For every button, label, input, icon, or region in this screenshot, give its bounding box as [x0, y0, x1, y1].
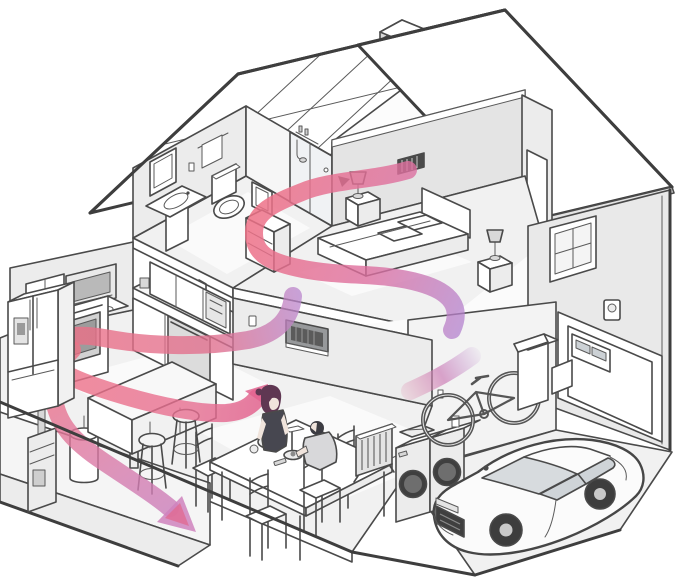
space-heater-icon: [353, 423, 413, 483]
garage-door-panel: [571, 333, 611, 373]
pillow: [377, 225, 423, 242]
laundry-wall-airflow-fragment: [401, 347, 481, 400]
bar-stool-1: [137, 432, 167, 495]
gable-window-icon: [549, 215, 597, 283]
garage-door-opening: [557, 311, 663, 443]
wall-utility-box: [551, 359, 573, 395]
man-body: [302, 431, 338, 471]
car-side-windows: [539, 457, 616, 501]
man-seated: [295, 421, 338, 471]
woman-standing: [255, 384, 289, 453]
sedan-car-icon: [432, 437, 645, 556]
upper-cabinets-right: [149, 261, 231, 335]
refrigerator-icon: [7, 281, 75, 419]
car-headlight: [435, 497, 459, 514]
car-mirror: [483, 465, 489, 471]
towel: [201, 134, 223, 169]
light-switch: [188, 162, 195, 172]
storage-bin-icon: [513, 333, 559, 411]
car-grille: [435, 505, 465, 538]
kitchen-island-group: [87, 361, 217, 495]
cup: [249, 444, 259, 454]
wall-heater-niche-icon: [285, 319, 329, 357]
bathroom-mirror: [149, 147, 177, 197]
detergent-bottle: [451, 415, 460, 428]
silhouette-accents: [0, 8, 674, 577]
garage-contents: [395, 333, 645, 556]
nightstand-right-icon: [477, 229, 513, 293]
small-appliance: [139, 277, 150, 289]
bedroom-airflow-ribbon: [245, 161, 465, 339]
utility-meter-icon: [603, 299, 621, 321]
thermostat: [248, 315, 257, 327]
shower-icon: [289, 125, 333, 227]
woman-face: [269, 397, 279, 410]
pedestal-sink-icon: [145, 185, 207, 252]
table-lamp-right: [486, 229, 504, 243]
remote: [273, 458, 287, 466]
toilet-icon: [211, 163, 245, 220]
headboard: [421, 187, 471, 239]
